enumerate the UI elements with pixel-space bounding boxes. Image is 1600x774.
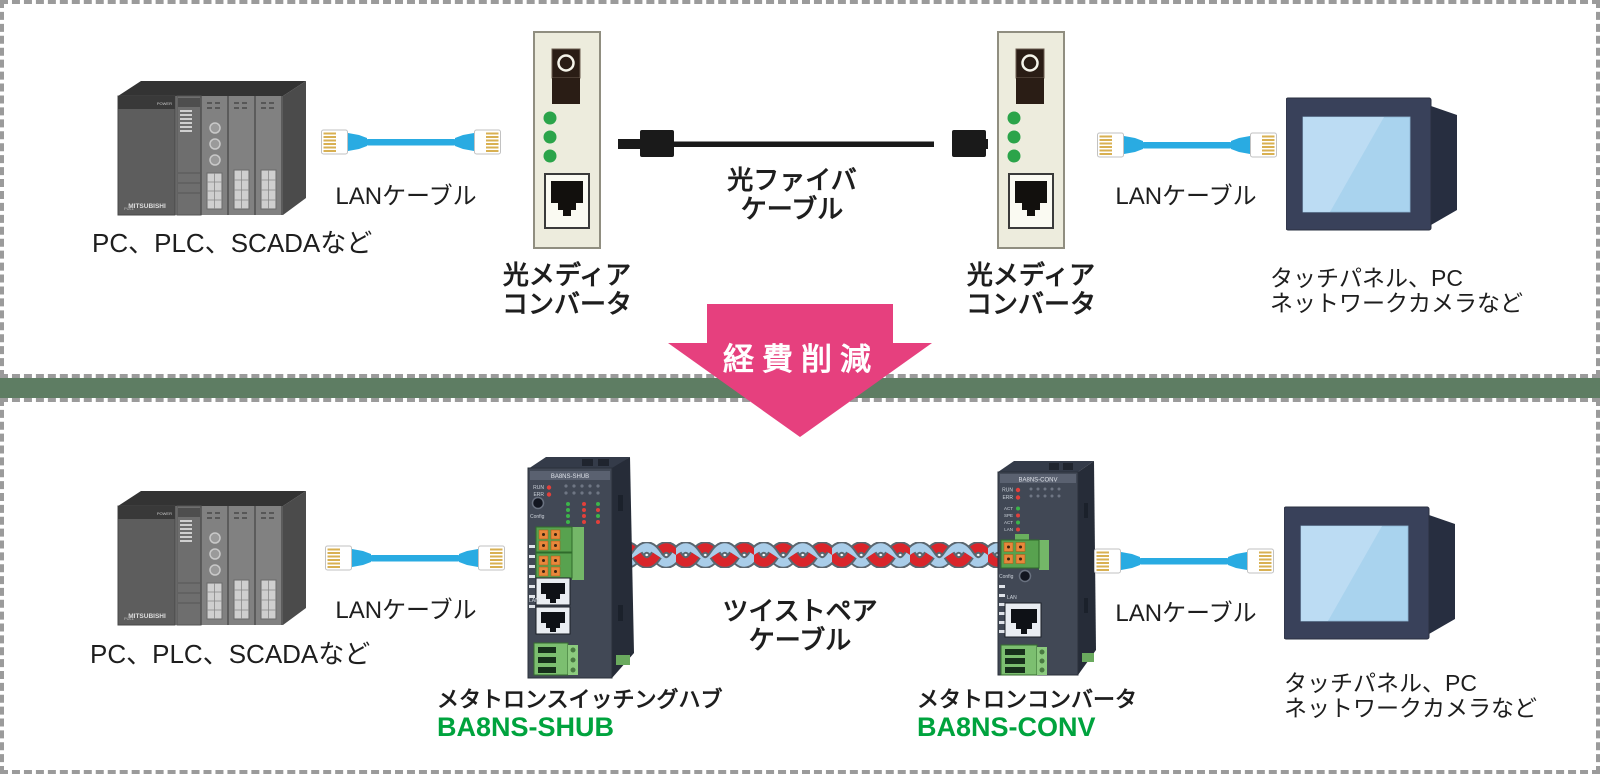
lan-cable-graphic — [1097, 130, 1277, 160]
plc-graphic — [110, 488, 310, 638]
caption-line: ネットワークカメラなど — [1284, 695, 1537, 721]
caption-line: ケーブル — [740, 194, 844, 224]
plc-caption: PC、PLC、SCADAなど — [90, 639, 371, 669]
caption-line: 光ファイバ — [727, 165, 857, 195]
caption-line: ネットワークカメラなど — [1270, 290, 1523, 316]
shub-title: メタトロンスイッチングハブ — [437, 687, 723, 712]
plc-caption: PC、PLC、SCADAなど — [92, 228, 373, 258]
lan-cable-graphic — [321, 127, 501, 157]
touch-panel-graphic — [1284, 505, 1459, 647]
caption-line: ツイストペア — [722, 596, 878, 626]
plc-graphic — [110, 78, 310, 228]
shub-device-graphic — [526, 455, 638, 683]
lan-cable-caption: LANケーブル — [335, 183, 477, 210]
lan-cable-graphic — [1094, 546, 1274, 576]
lan-cable-caption: LANケーブル — [1115, 600, 1257, 627]
conv-title: メタトロンコンバータ — [917, 687, 1138, 712]
caption-line: ケーブル — [748, 625, 852, 655]
cost-reduction-arrow: 経費削減 — [668, 304, 932, 437]
lan-cable-caption: LANケーブル — [335, 597, 477, 624]
touch-panel-caption: タッチパネル、PC ネットワークカメラなど — [1270, 266, 1523, 316]
caption-line: 光メディア — [502, 260, 632, 290]
media-converter-graphic — [997, 31, 1065, 249]
touch-panel-graphic — [1286, 96, 1461, 238]
conv-device-graphic — [997, 458, 1097, 682]
caption-line: タッチパネル、PC — [1270, 265, 1463, 291]
media-converter-graphic — [533, 31, 601, 249]
fiber-cable-graphic — [607, 126, 999, 158]
twisted-pair-graphic — [598, 542, 998, 568]
twisted-pair-caption: ツイストペア ケーブル — [700, 597, 900, 655]
caption-line: タッチパネル、PC — [1284, 670, 1477, 696]
shub-model: BA8NS-SHUB — [437, 712, 615, 742]
media-converter-caption: 光メディア コンバータ — [951, 261, 1111, 319]
media-converter-caption: 光メディア コンバータ — [487, 261, 647, 319]
touch-panel-caption: タッチパネル、PC ネットワークカメラなど — [1284, 671, 1537, 721]
conv-model: BA8NS-CONV — [917, 712, 1096, 742]
lan-cable-caption: LANケーブル — [1115, 183, 1257, 210]
arrow-shape — [668, 304, 932, 437]
arrow-label: 経費削減 — [723, 342, 879, 377]
fiber-cable-caption: 光ファイバ ケーブル — [692, 166, 892, 224]
lan-cable-graphic — [325, 543, 505, 573]
caption-line: コンバータ — [965, 289, 1096, 319]
caption-line: コンバータ — [501, 289, 632, 319]
caption-line: 光メディア — [966, 260, 1096, 290]
